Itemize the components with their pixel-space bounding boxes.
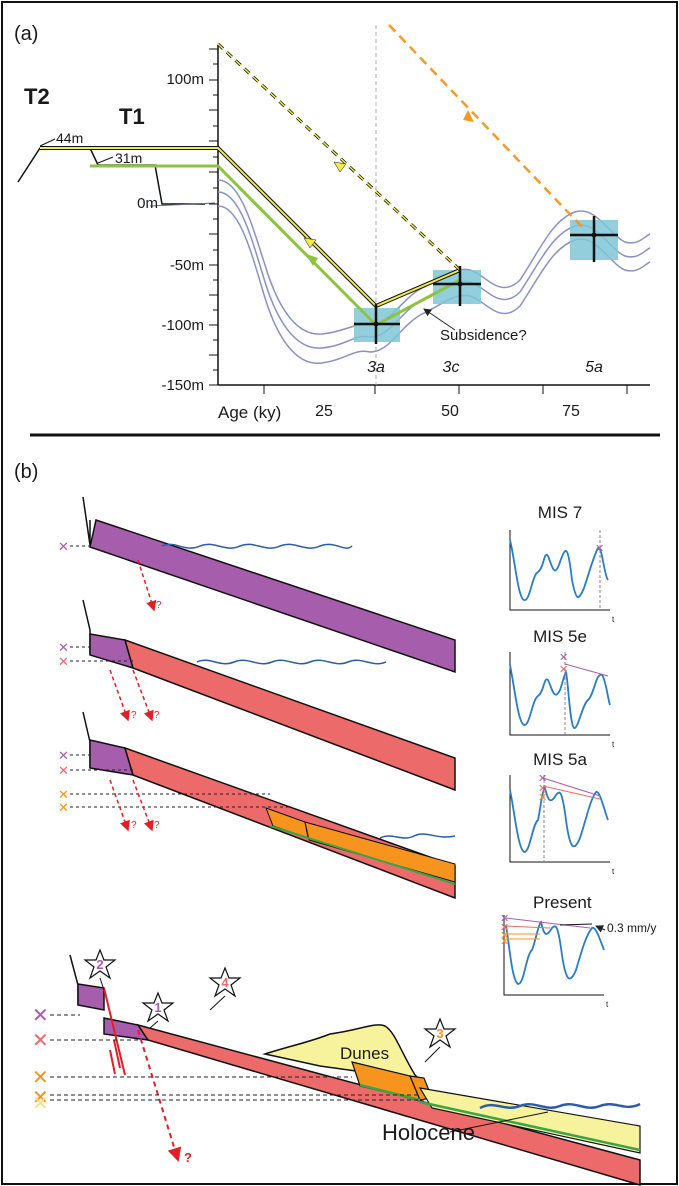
stage-3a-label: 3a: [367, 359, 385, 376]
present-label: Present: [533, 893, 592, 912]
svg-text:✕: ✕: [559, 652, 568, 664]
subsidence-label: Subsidence?: [440, 327, 527, 344]
svg-text:✕: ✕: [32, 1093, 49, 1115]
svg-text:✕: ✕: [32, 1005, 49, 1027]
mis7-label: MIS 7: [538, 503, 582, 522]
svg-text:✕: ✕: [538, 783, 547, 795]
svg-text:?: ?: [131, 820, 137, 831]
terrace-31m-label: 31m: [115, 150, 142, 166]
svg-text:✕: ✕: [58, 640, 69, 655]
terrace-t2-label: T2: [24, 84, 50, 109]
mis-mini-plots: MIS 7 ✕ t MIS 5e ✕ ✕ t MIS 5a ✕ ✕ ✕: [500, 503, 656, 1009]
terrace-t1-label: T1: [119, 104, 145, 129]
terrace-profile: [17, 147, 205, 205]
section-mis7: ✕ ?: [58, 496, 456, 674]
terrace-44m-label: 44m: [56, 130, 83, 146]
svg-text:?: ?: [154, 710, 160, 721]
svg-text:✕: ✕: [500, 922, 509, 934]
svg-text:✕: ✕: [500, 913, 509, 925]
svg-text:✕: ✕: [58, 654, 69, 669]
svg-text:✕: ✕: [32, 1087, 49, 1109]
svg-text:✕: ✕: [500, 930, 509, 942]
stage-5a-label: 5a: [585, 359, 603, 376]
svg-text:✕: ✕: [32, 1067, 49, 1089]
y-tick-minus100m: -100m: [161, 317, 204, 334]
t2-uplift-path: [40, 146, 461, 309]
section-present: Dunes Holocene ? ✕ ✕ ✕ ✕ ✕: [32, 948, 641, 1186]
svg-text:✕: ✕: [58, 787, 69, 802]
present-t-label: t: [606, 1000, 609, 1009]
svg-text:✕: ✕: [538, 773, 547, 785]
x-tick-75: 75: [562, 403, 580, 420]
star-markers: [83, 948, 457, 1049]
svg-text:✕: ✕: [595, 543, 604, 555]
mis5e-t-label: t: [612, 740, 615, 749]
panel-b-label: (b): [14, 461, 38, 483]
subsidence-arrow: [423, 308, 456, 331]
y-tick-100m: 100m: [166, 71, 204, 88]
stage-3c-label: 3c: [443, 359, 460, 376]
section-mis5e: ✕ ✕ ? ?: [58, 599, 456, 792]
y-tick-0m: 0m: [137, 195, 158, 212]
rate-label: 0.3 mm/y: [607, 921, 656, 935]
seafloor-line: [149, 202, 216, 207]
svg-text:✕: ✕: [58, 800, 69, 815]
mis5a-t-label: t: [612, 867, 615, 876]
mis7-t-label: t: [612, 615, 615, 624]
x-axis-title: Age (ky): [218, 403, 281, 422]
mis5e-label: MIS 5e: [533, 627, 587, 646]
y-axis-ticks: [209, 48, 218, 386]
sea-wave: [161, 543, 353, 549]
y-tick-minus50m: -50m: [170, 257, 204, 274]
star-1-label: 1: [154, 1000, 161, 1015]
mis5a-label: MIS 5a: [533, 750, 587, 769]
x-tick-25: 25: [315, 403, 333, 420]
star-4-label: 4: [221, 975, 229, 990]
dunes-label: Dunes: [340, 1044, 389, 1063]
dunes-shape: [262, 1024, 423, 1082]
t1-uplift-path: [90, 164, 378, 327]
svg-text:✕: ✕: [58, 763, 69, 778]
fault-question-mark: ?: [184, 1150, 192, 1165]
panel-a-label: (a): [14, 23, 38, 45]
section-mis5a: ✕ ✕ ✕ ✕ ? ?: [58, 711, 456, 900]
orange-dashed-path: [388, 24, 586, 231]
y-tick-minus150m: -150m: [161, 377, 204, 394]
panel-a: (a) T2 T1 44m 31m 100m 0m -50m: [14, 23, 651, 422]
star-2-label: 2: [96, 957, 103, 972]
svg-text:✕: ✕: [500, 936, 509, 948]
svg-text:?: ?: [154, 820, 160, 831]
x-tick-50: 50: [441, 403, 459, 420]
svg-text:✕: ✕: [32, 1030, 49, 1052]
star-3-label: 3: [436, 1026, 443, 1041]
svg-text:✕: ✕: [538, 792, 547, 804]
panel-b: (b) ✕ ? ✕ ✕ ? ?: [14, 461, 656, 1186]
svg-text:?: ?: [156, 600, 162, 611]
svg-text:✕: ✕: [559, 664, 568, 676]
svg-text:✕: ✕: [58, 539, 69, 554]
holocene-label: Holocene: [382, 1120, 475, 1145]
svg-text:?: ?: [131, 710, 137, 721]
svg-text:✕: ✕: [58, 748, 69, 763]
